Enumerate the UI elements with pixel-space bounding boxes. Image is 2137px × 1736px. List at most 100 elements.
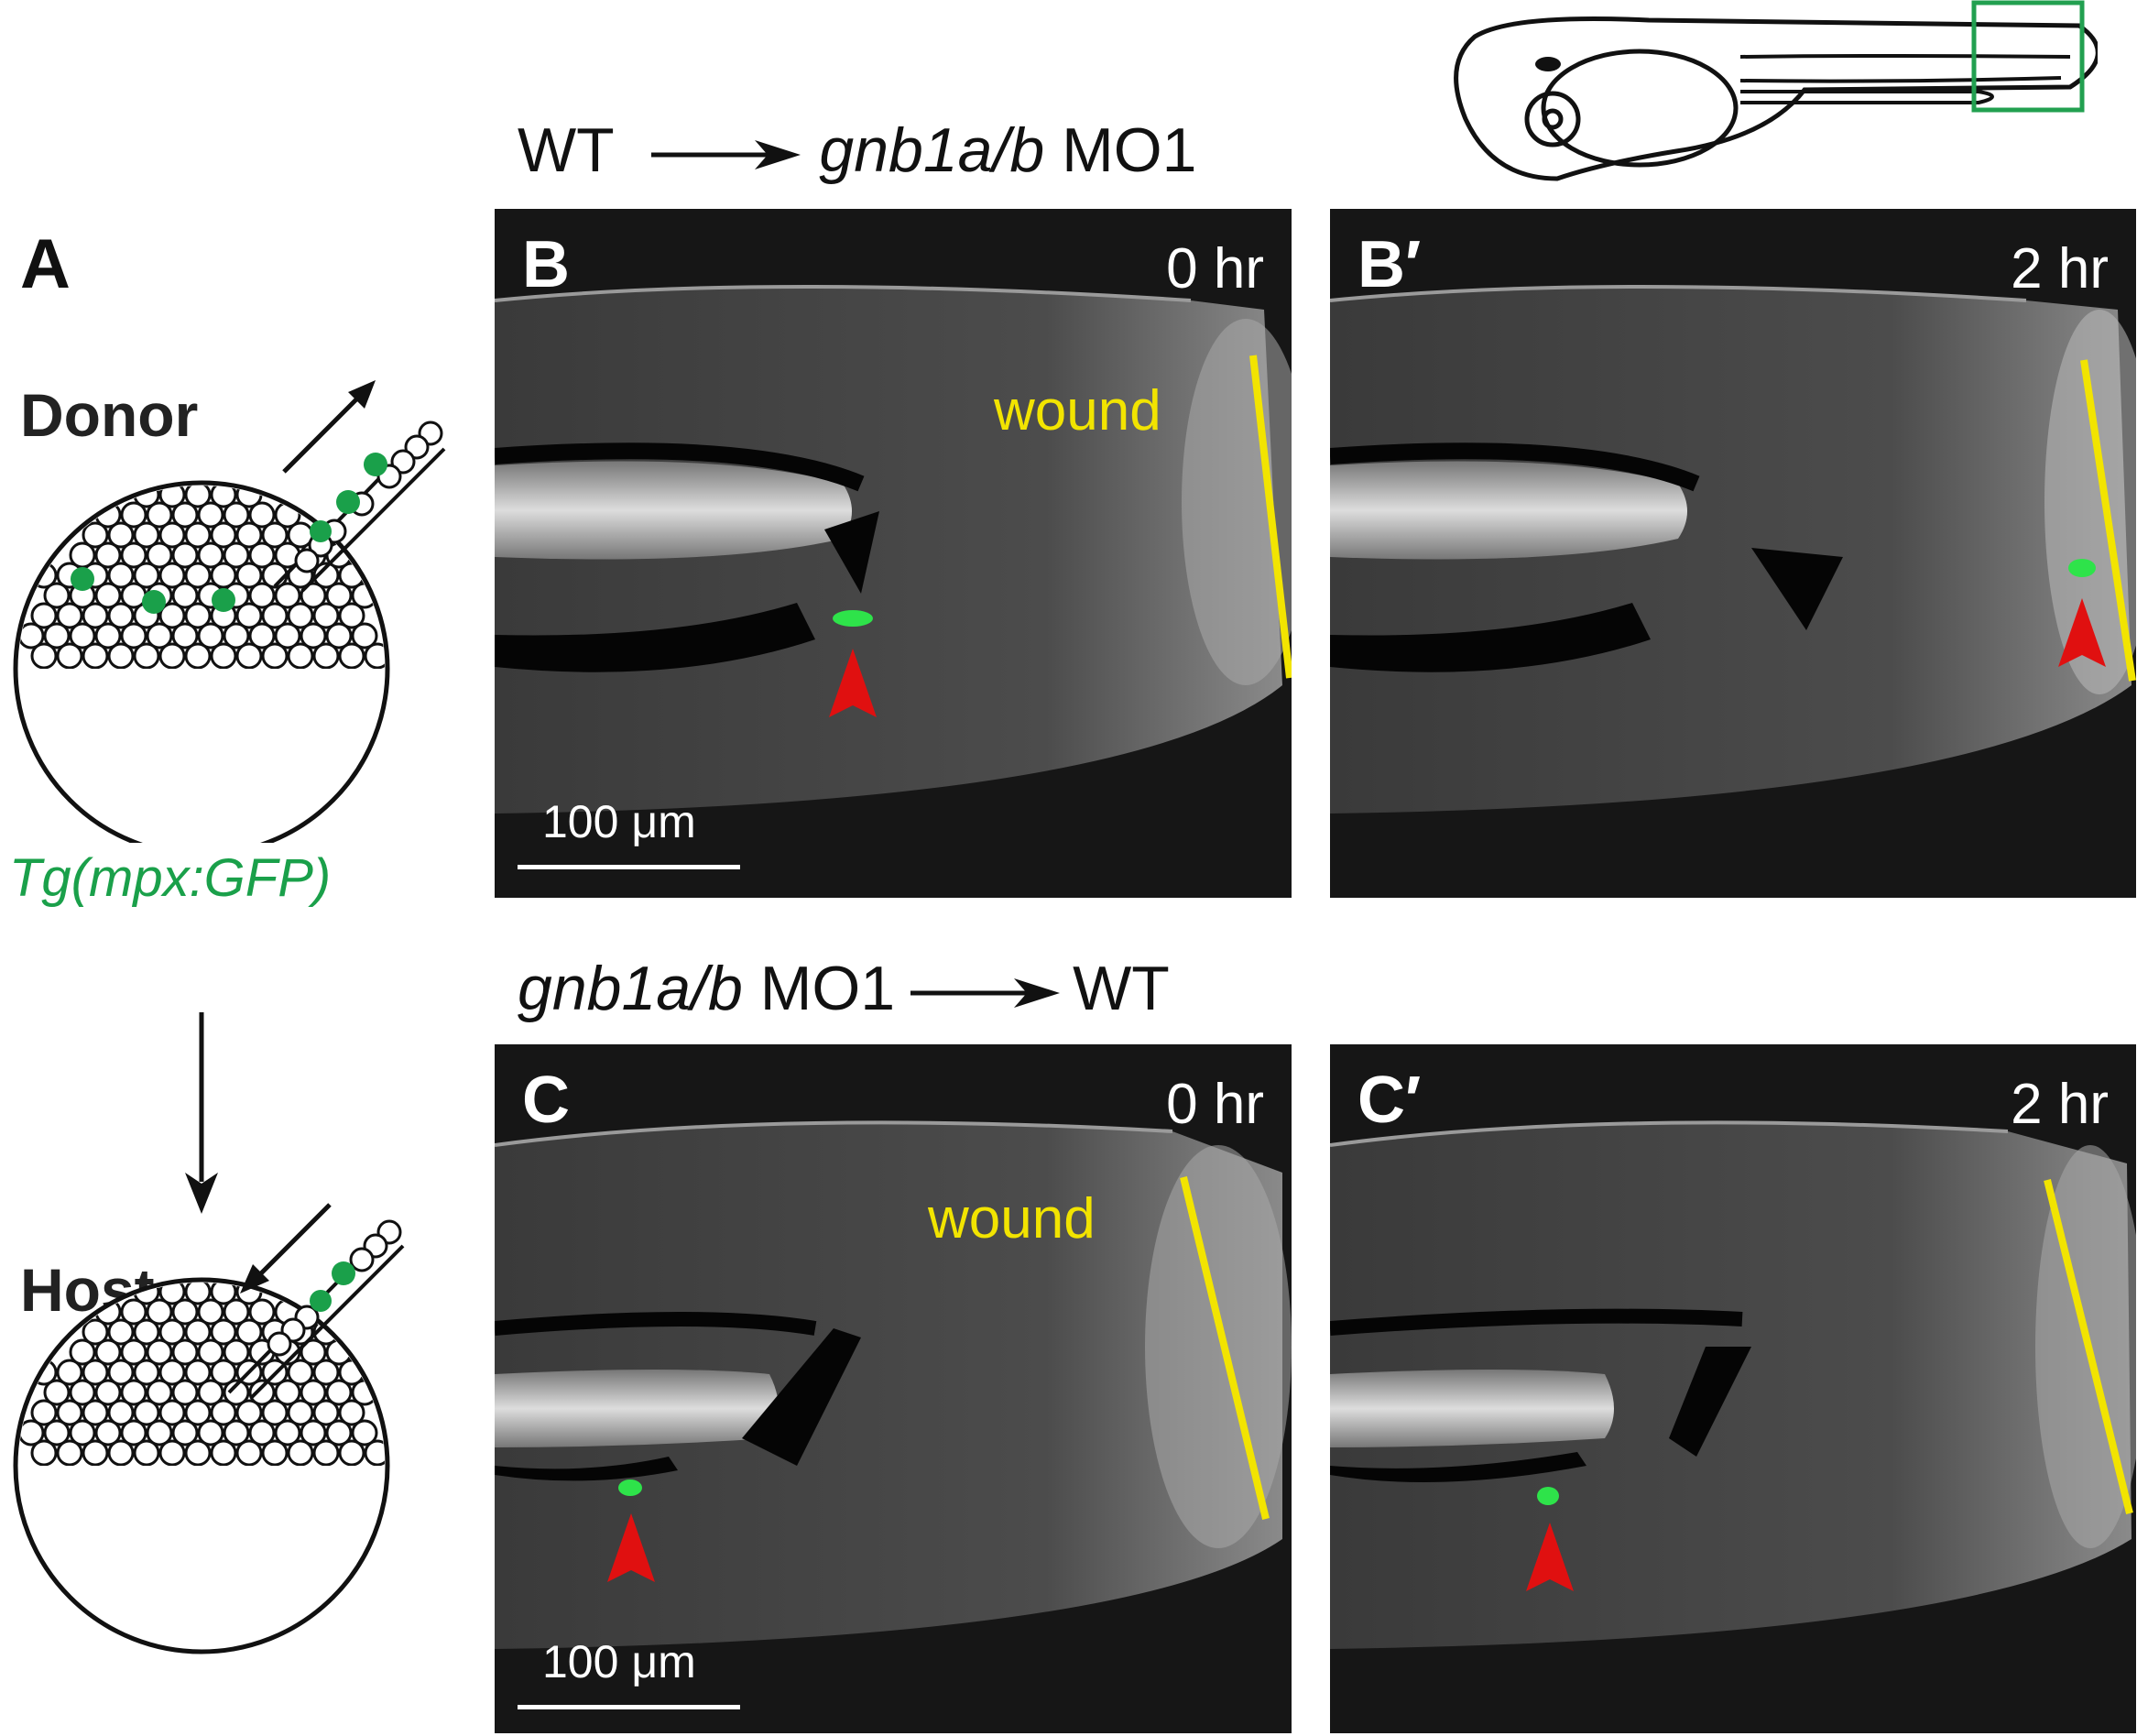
blastoderm-cell [210,486,237,508]
blastoderm-cell [223,541,250,569]
blastoderm-cell [223,1419,250,1447]
blastoderm-cell [94,622,122,650]
panel-b-letter: B [522,228,570,301]
blastoderm-cell [120,622,147,650]
blastoderm-cell [325,1419,353,1447]
blastoderm-cell [82,1399,109,1426]
blastoderm-cell [184,1439,212,1466]
blastoderm-cell [171,1419,199,1447]
blastoderm-cell [210,642,237,669]
blastoderm-cell [312,1439,340,1466]
embryo-schematic [1454,0,2098,181]
blastoderm-cell [248,541,276,569]
blastoderm-cell [338,602,365,629]
blastoderm-cell [300,582,327,609]
blastoderm-cell [30,602,58,629]
blastoderm-cell [197,1338,224,1366]
blastoderm-cell [30,1399,58,1426]
blastoderm-cell [300,1338,327,1366]
blastoderm-cell [325,1379,353,1406]
blastoderm-cell [146,1419,173,1447]
blastoderm-cell [261,1439,289,1466]
row2-source-suffix: MO1 [759,954,896,1023]
blastoderm-cell [248,1419,276,1447]
blastoderm-cell [56,602,83,629]
blastoderm-cell [133,1359,160,1386]
blastoderm-cell [120,1379,147,1406]
blastoderm-cell [197,622,224,650]
blastoderm-cell [261,602,289,629]
blastoderm-cell [94,1419,122,1447]
panel-c-micrograph: C 0 hr wound 100 μm [495,1044,1292,1733]
blastoderm-cell [210,521,237,549]
blastoderm-cell [171,1298,199,1326]
blastoderm-cell [133,1318,160,1346]
gfp-cell [212,588,235,612]
blastoderm-cell [287,642,314,669]
blastoderm-cell [158,562,186,589]
blastoderm-cell [300,622,327,650]
blastoderm-cell [94,541,122,569]
blastoderm-cell [312,562,340,589]
blastoderm-cell [146,1298,173,1326]
blastoderm-cell [107,1439,135,1466]
blastoderm-cell [287,1399,314,1426]
blastoderm-cell [120,1298,147,1326]
blastoderm-cell [235,562,263,589]
blastoderm-cell [287,1439,314,1466]
blastoderm-cell [223,501,250,529]
blastoderm-cell [274,582,301,609]
panel-c-wound-label: wound [928,1187,1096,1250]
blastoderm-cell [120,1419,147,1447]
blastoderm-cell [133,1399,160,1426]
blastoderm-cell [274,1379,301,1406]
blastoderm-cell [107,642,135,669]
blastoderm-cell [312,1359,340,1386]
blastoderm-cell [351,622,378,650]
blastoderm-cell [312,602,340,629]
panel-cp-time: 2 hr [2011,1073,2109,1136]
blastoderm-cell [261,1399,289,1426]
row1-header: WT gnb1a/b MO1 [518,115,1196,186]
row2-target: WT [1073,954,1170,1023]
blastoderm-cell [69,622,96,650]
blastoderm-cell [325,622,353,650]
blastoderm-cell [82,521,109,549]
blastoderm-cell [171,501,199,529]
blastoderm-cell [133,1439,160,1466]
blastoderm-cell [133,521,160,549]
blastoderm-cell [107,1399,135,1426]
blastoderm-cell [235,642,263,669]
blastoderm-cell [146,622,173,650]
blastoderm-cell [107,1359,135,1386]
blastoderm-cell [107,521,135,549]
blastoderm-cell [158,1439,186,1466]
panel-b-micrograph: B 0 hr wound 100 μm [495,209,1292,898]
blastoderm-cell [82,642,109,669]
panel-c-letter: C [522,1064,570,1137]
blastoderm-cell [107,602,135,629]
row1-target-suffix: MO1 [1062,115,1197,185]
blastoderm-cell [364,1439,385,1466]
blastoderm-cell [235,1439,263,1466]
blastoderm-cell [146,541,173,569]
blastoderm-cell [107,562,135,589]
blastoderm-cell [184,1283,212,1305]
blastoderm-cell [171,541,199,569]
blastoderm-cell [210,1439,237,1466]
blastoderm-cell [184,486,212,508]
blastoderm-cell [338,642,365,669]
blastoderm-cell [133,562,160,589]
blastoderm-cell [43,582,71,609]
blastoderm-cell [158,1359,186,1386]
row1-source: WT [518,115,614,185]
panel-cp-micrograph: C′ 2 hr [1330,1044,2136,1733]
blastoderm-cell [274,1419,301,1447]
arrowhead-marker [607,1513,655,1582]
blastoderm-cell [248,622,276,650]
blastoderm-cell [43,1419,71,1447]
blastoderm-cell [210,1359,237,1386]
blastoderm-cell [312,1399,340,1426]
panel-a-label: A [20,225,71,303]
blastoderm-cell [146,1379,173,1406]
